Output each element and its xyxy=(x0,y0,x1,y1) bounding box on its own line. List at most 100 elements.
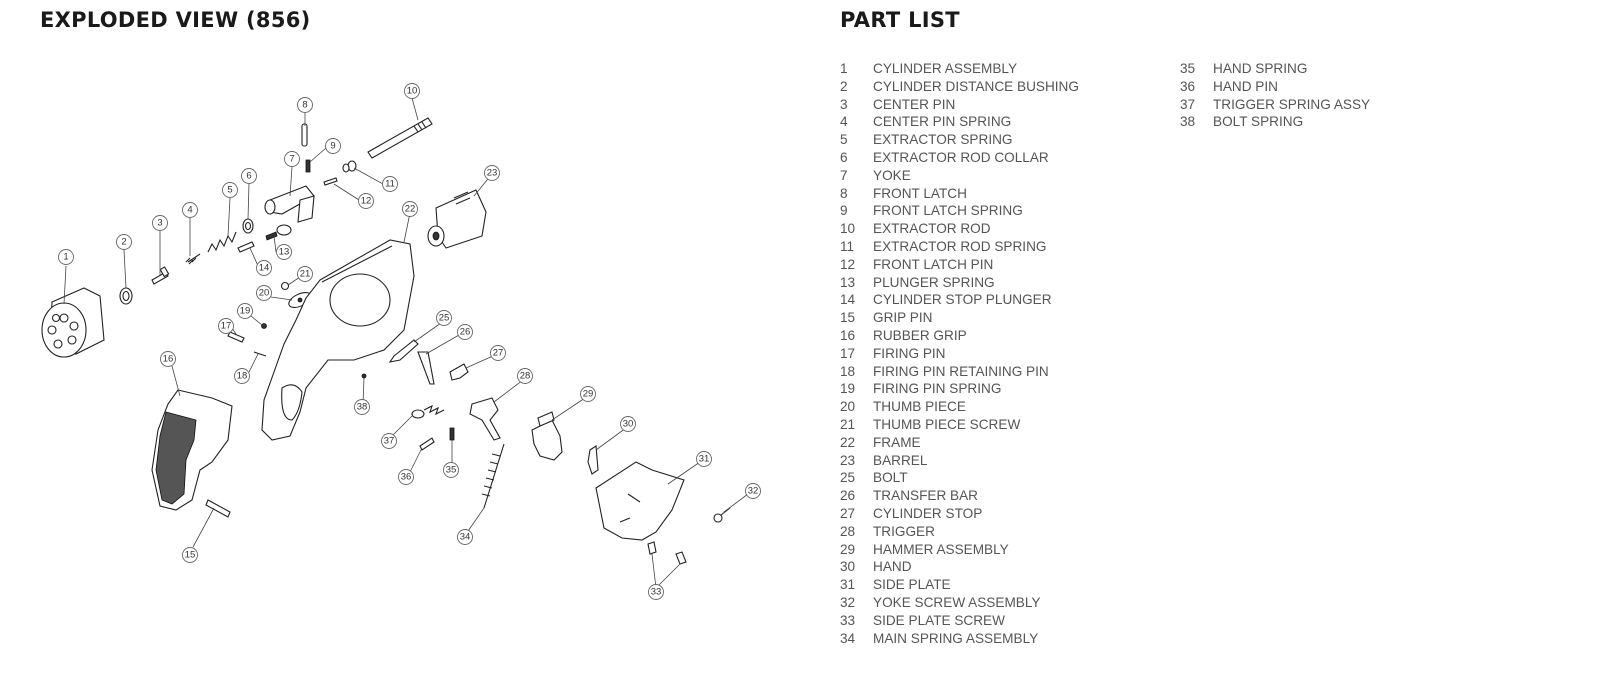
firing-pin-retaining-pin-drawing xyxy=(253,351,267,357)
callout-21: 21 xyxy=(297,266,313,282)
part-number: 29 xyxy=(840,541,856,557)
callout-22: 22 xyxy=(402,201,418,217)
main-spring-assembly-drawing xyxy=(481,443,505,509)
part-number: 8 xyxy=(840,185,848,201)
part-number: 2 xyxy=(840,78,848,94)
part-number: 36 xyxy=(1180,78,1196,94)
part-name: CYLINDER STOP xyxy=(873,505,983,521)
part-name: FIRING PIN SPRING xyxy=(873,381,1002,397)
part-number: 37 xyxy=(1180,96,1196,112)
part-number: 27 xyxy=(840,505,856,521)
hand-spring-drawing xyxy=(449,427,455,441)
part-list-item: 8 FRONT LATCH xyxy=(840,185,1079,203)
part-number: 16 xyxy=(840,327,856,343)
svg-text:20: 20 xyxy=(259,288,270,299)
part-number: 30 xyxy=(840,559,856,575)
svg-text:10: 10 xyxy=(407,86,418,97)
part-name: FRONT LATCH SPRING xyxy=(873,203,1023,219)
part-number: 11 xyxy=(840,238,855,254)
callout-14: 14 xyxy=(256,260,272,276)
thumb-piece-screw-drawing xyxy=(280,281,290,291)
part-name: FRONT LATCH xyxy=(873,185,967,201)
part-name: THUMB PIECE xyxy=(873,399,966,415)
svg-text:2: 2 xyxy=(121,237,126,248)
cylinder-stop-drawing xyxy=(449,363,469,381)
svg-text:12: 12 xyxy=(361,196,372,207)
part-number: 33 xyxy=(840,612,856,628)
yoke-screw-assembly-drawing xyxy=(713,507,731,523)
part-name: HAND PIN xyxy=(1213,78,1278,94)
part-name: CENTER PIN xyxy=(873,96,956,112)
svg-text:25: 25 xyxy=(439,313,450,324)
svg-text:17: 17 xyxy=(221,321,232,332)
front-latch-spring-drawing xyxy=(305,159,311,173)
part-name: MAIN SPRING ASSEMBLY xyxy=(873,630,1039,646)
callout-23: 23 xyxy=(484,165,500,181)
callout-10: 10 xyxy=(404,83,420,99)
callout-29: 29 xyxy=(580,386,596,402)
part-name: FRONT LATCH PIN xyxy=(873,256,994,272)
svg-text:14: 14 xyxy=(259,263,270,274)
svg-text:15: 15 xyxy=(185,550,196,561)
svg-text:13: 13 xyxy=(279,247,290,258)
svg-text:19: 19 xyxy=(240,306,251,317)
part-number: 38 xyxy=(1180,114,1196,130)
part-name: HAMMER ASSEMBLY xyxy=(873,541,1009,557)
center-pin-drawing xyxy=(151,266,170,285)
part-number: 18 xyxy=(840,363,856,379)
svg-text:35: 35 xyxy=(446,465,457,476)
cylinder-stop-plunger-drawing xyxy=(237,241,255,253)
front-latch-pin-drawing xyxy=(323,177,338,186)
part-number: 15 xyxy=(840,310,856,326)
callout-35: 35 xyxy=(443,462,459,478)
part-number: 5 xyxy=(840,132,848,148)
part-name: SIDE PLATE SCREW xyxy=(873,612,1005,628)
part-name: BOLT SPRING xyxy=(1213,114,1304,130)
svg-text:1: 1 xyxy=(63,252,68,263)
part-number: 4 xyxy=(840,114,848,130)
part-name: EXTRACTOR SPRING xyxy=(873,132,1013,148)
part-number: 7 xyxy=(840,167,848,183)
part-name: FIRING PIN xyxy=(873,345,946,361)
callout-20: 20 xyxy=(256,285,272,301)
callout-3: 3 xyxy=(152,215,168,231)
barrel-drawing xyxy=(427,189,487,249)
callout-9: 9 xyxy=(325,138,341,154)
part-number: 22 xyxy=(840,434,856,450)
part-list-item: 33 SIDE PLATE SCREW xyxy=(840,612,1079,630)
part-name: PLUNGER SPRING xyxy=(873,274,995,290)
exploded-view-title: EXPLODED VIEW (856) xyxy=(40,8,311,32)
part-name: RUBBER GRIP xyxy=(873,327,967,343)
svg-text:26: 26 xyxy=(460,327,471,338)
part-number: 3 xyxy=(840,96,848,112)
part-name: FIRING PIN RETAINING PIN xyxy=(873,363,1049,379)
extractor-rod-spring-drawing xyxy=(342,160,357,173)
part-number: 26 xyxy=(840,488,856,504)
part-name: YOKE SCREW ASSEMBLY xyxy=(873,594,1041,610)
part-number: 1 xyxy=(840,61,848,76)
part-number: 14 xyxy=(840,292,856,308)
part-name: HAND xyxy=(873,559,912,575)
callout-2: 2 xyxy=(116,234,132,250)
extractor-spring-drawing xyxy=(207,231,237,253)
svg-text:29: 29 xyxy=(583,389,594,400)
extractor-rod-collar-drawing xyxy=(242,218,254,234)
exploded-view-diagram: 1 2 3 4 5 6 7 8 9 10 11 12 13 14 15 16 1… xyxy=(41,83,761,600)
trigger-drawing xyxy=(469,397,501,441)
firing-pin-spring-drawing xyxy=(261,323,267,329)
part-number: 17 xyxy=(840,345,856,361)
svg-text:9: 9 xyxy=(330,141,335,152)
firing-pin-drawing xyxy=(227,331,245,343)
svg-text:27: 27 xyxy=(493,348,504,359)
